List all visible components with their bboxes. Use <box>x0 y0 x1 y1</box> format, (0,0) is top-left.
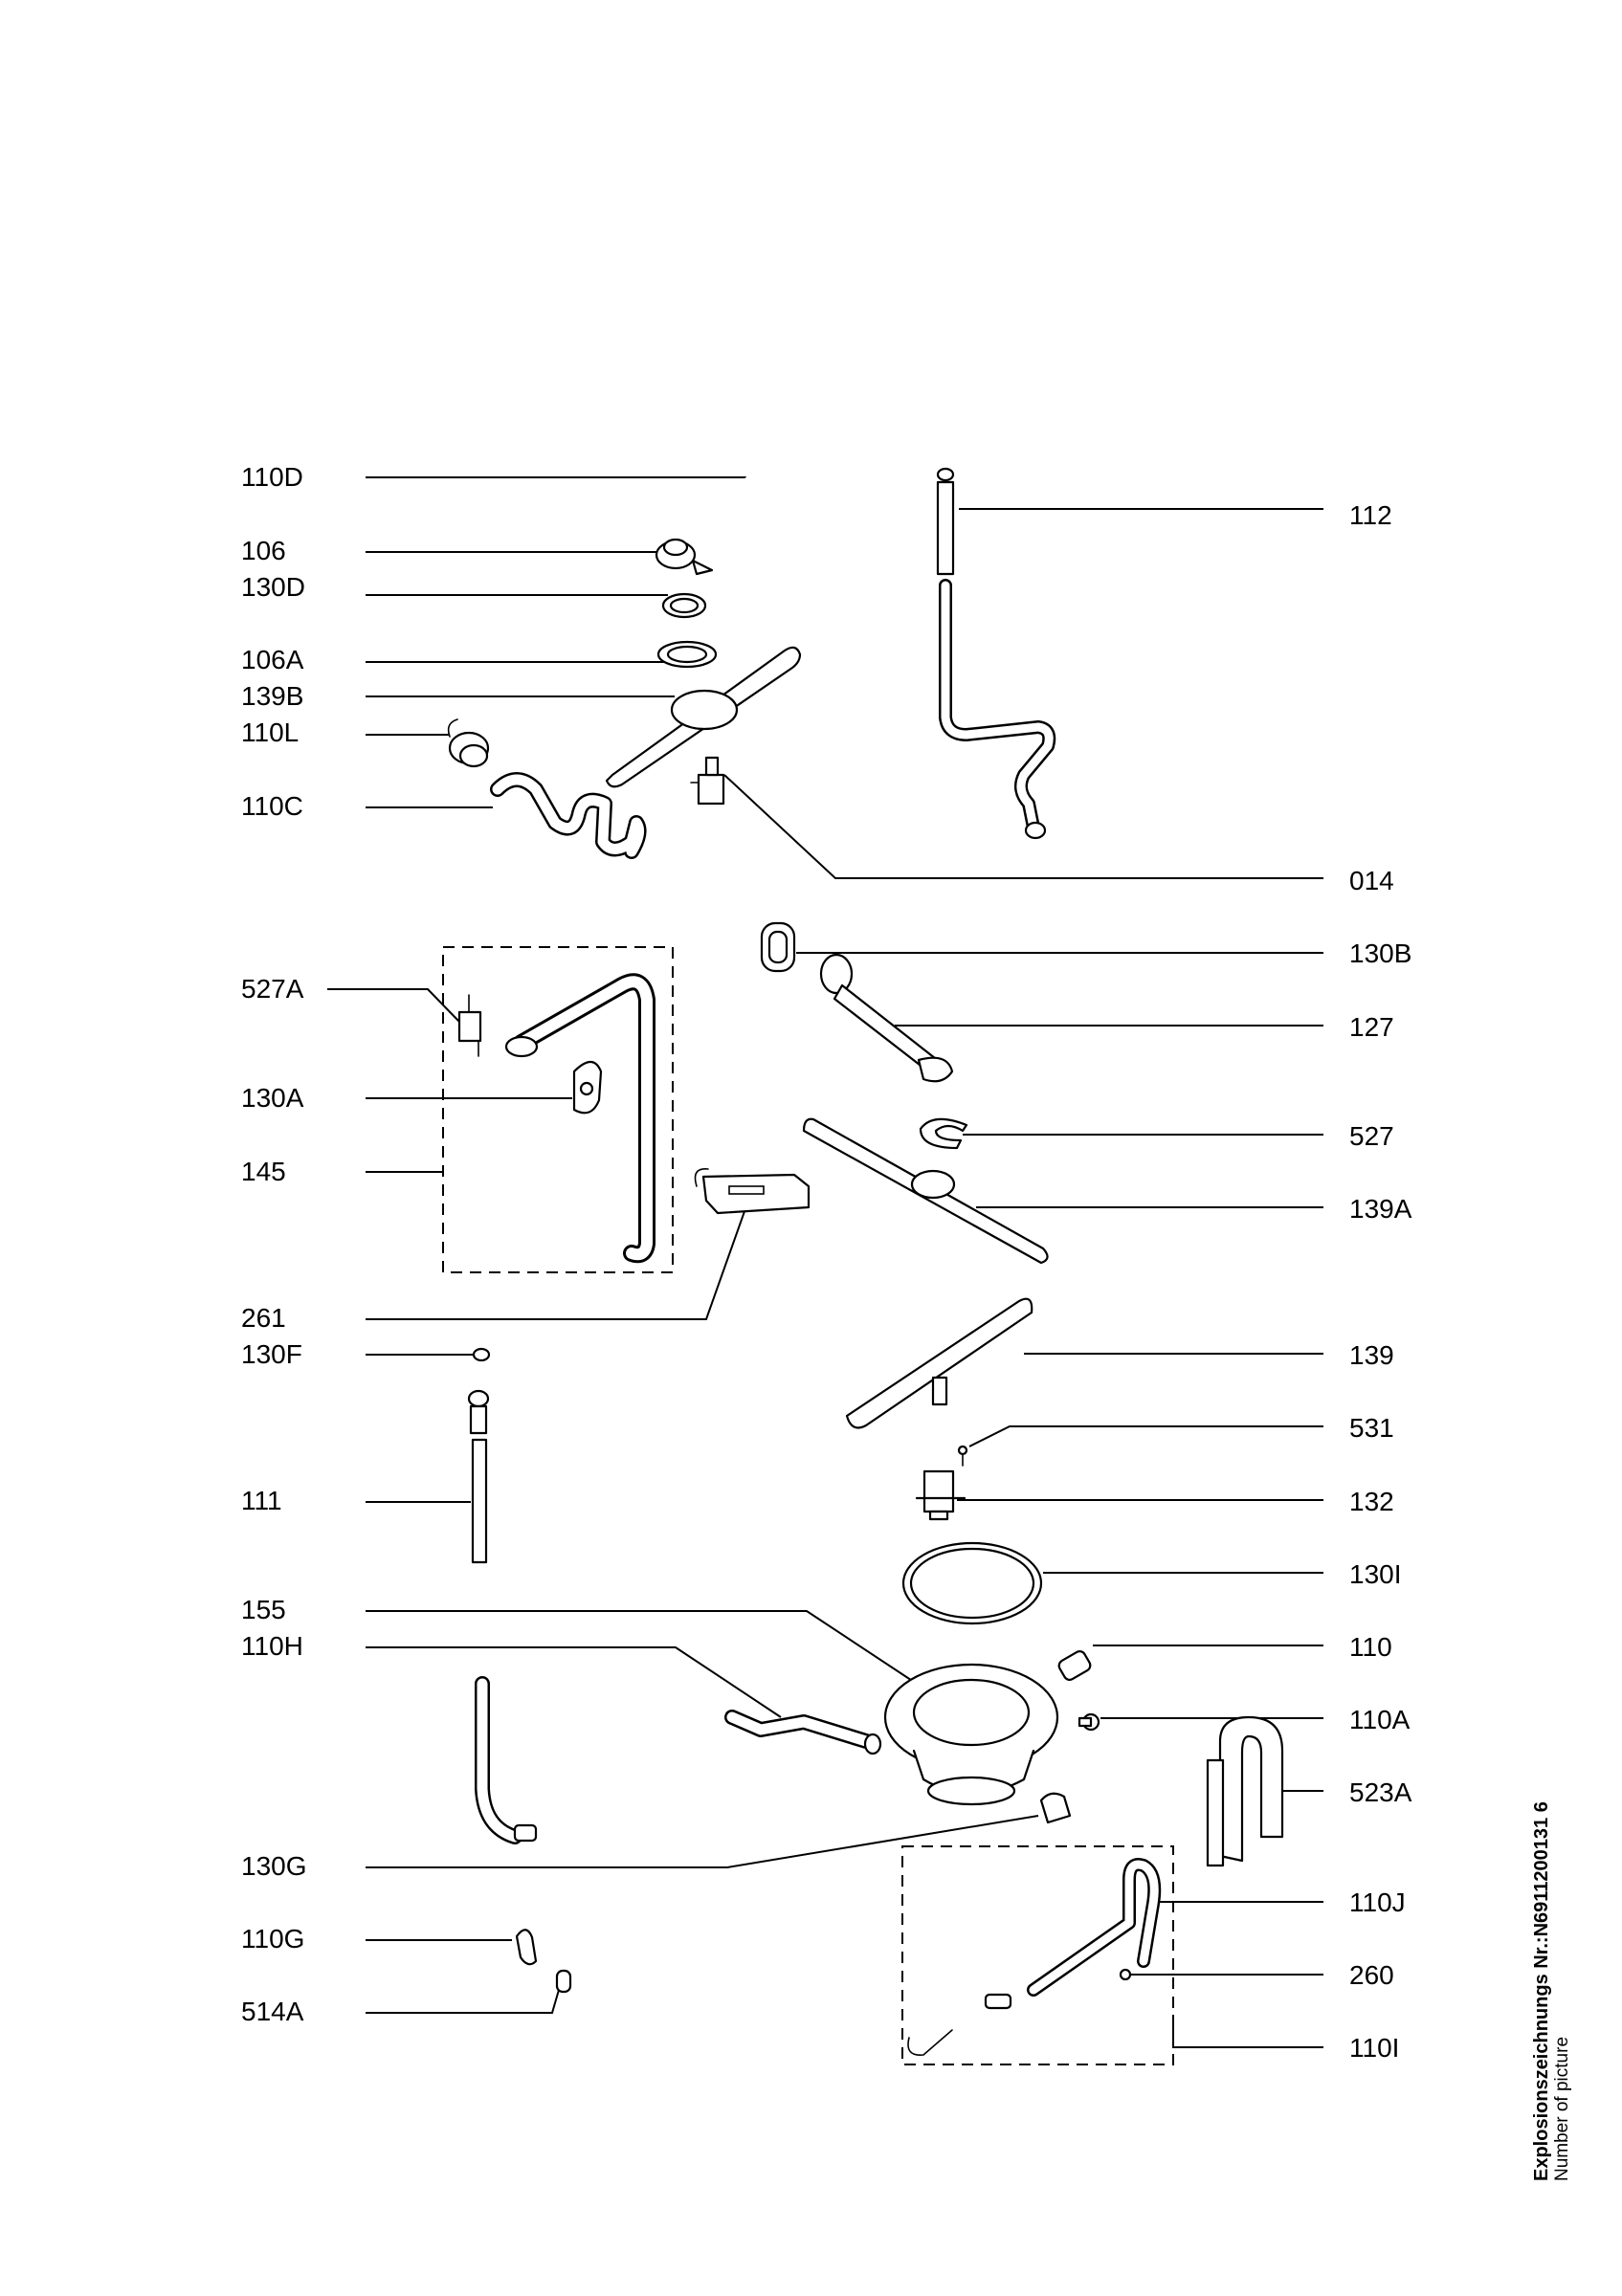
part-139B-spray-arm <box>605 646 802 788</box>
part-106A-clip <box>656 640 718 669</box>
part-523A-clamp <box>1206 1715 1284 1867</box>
label-130I: 130I <box>1349 1559 1402 1589</box>
part-130B-seal <box>760 921 796 973</box>
part-261-bracket <box>694 1168 811 1215</box>
leader-lines-right <box>723 508 1323 2048</box>
label-110C: 110C <box>241 791 303 821</box>
part-139A-spray-arm <box>802 1117 1049 1265</box>
label-110G: 110G <box>241 1924 304 1954</box>
part-110-connector <box>1057 1650 1092 1681</box>
part-110G-clip <box>515 1929 538 1966</box>
right-labels: 112 014 130B 127 527 139A 139 531 132 13… <box>1349 500 1412 2063</box>
label-110L: 110L <box>241 718 299 747</box>
part-132-valve <box>915 1469 967 1521</box>
part-111-tube <box>467 1389 490 1564</box>
label-110I: 110I <box>1349 2033 1399 2063</box>
leader-130G <box>366 1815 1039 1868</box>
label-110H: 110H <box>241 1631 303 1661</box>
label-260: 260 <box>1349 1960 1394 1990</box>
part-110H-tube <box>724 1710 882 1755</box>
label-139B: 139B <box>241 681 303 711</box>
part-014-valve <box>690 756 725 806</box>
label-110: 110 <box>1349 1632 1392 1662</box>
label-139A: 139A <box>1349 1194 1412 1224</box>
part-130D-ring <box>661 592 707 619</box>
part-130G-seal <box>1039 1792 1072 1824</box>
label-130F: 130F <box>241 1339 302 1369</box>
part-106-hub <box>655 538 714 576</box>
part-155-sump <box>883 1663 1059 1806</box>
label-014: 014 <box>1349 866 1394 895</box>
label-110J: 110J <box>1349 1888 1406 1917</box>
label-514A: 514A <box>241 1997 304 2026</box>
label-110A: 110A <box>1349 1705 1411 1734</box>
label-527: 527 <box>1349 1121 1394 1151</box>
label-145: 145 <box>241 1157 286 1186</box>
label-130B: 130B <box>1349 938 1411 968</box>
part-514A-pin <box>555 1969 572 1994</box>
part-130I-oring <box>901 1541 1043 1625</box>
leader-110I <box>1172 2015 1323 2048</box>
label-523A: 523A <box>1349 1777 1412 1807</box>
label-106: 106 <box>241 536 286 565</box>
label-127: 127 <box>1349 1012 1394 1042</box>
part-531-screw <box>957 1445 968 1467</box>
part-145-pipe <box>504 973 655 1264</box>
leader-014 <box>723 774 1323 879</box>
label-106A: 106A <box>241 645 304 674</box>
part-110I-connector <box>907 1993 1012 2056</box>
part-110A-screw <box>1078 1712 1100 1732</box>
part-110L-connector <box>447 718 490 768</box>
label-527A: 527A <box>241 974 304 1004</box>
label-132: 132 <box>1349 1487 1394 1516</box>
part-127-support <box>819 953 954 1083</box>
part-527-clip <box>919 1117 968 1150</box>
label-261: 261 <box>241 1303 286 1333</box>
group-box-145 <box>442 946 674 1273</box>
side-caption-title: Explosionszeichnungs Nr.:N6911200131 6 <box>1531 1801 1552 2181</box>
leader-261 <box>366 1200 749 1320</box>
part-110J-pipe <box>1027 1858 1162 1997</box>
side-caption-subtitle: Number of picture <box>1552 2036 1572 2181</box>
part-260-clip <box>1119 1968 1132 1981</box>
label-130D: 130D <box>241 572 305 602</box>
part-112-tube <box>936 467 1056 840</box>
label-130G: 130G <box>241 1851 307 1881</box>
part-527A-bracket <box>457 994 482 1057</box>
label-531: 531 <box>1349 1413 1394 1443</box>
leader-lines-left <box>327 476 1039 2014</box>
part-130F-washer <box>472 1347 491 1362</box>
leader-110H <box>366 1646 782 1718</box>
left-labels: 110D 106 130D 106A 139B 110L 110C 527A 1… <box>241 462 307 2026</box>
label-130A: 130A <box>241 1083 304 1113</box>
leader-155 <box>366 1610 929 1692</box>
label-139: 139 <box>1349 1340 1394 1370</box>
leader-531 <box>968 1425 1323 1447</box>
group-box-110I <box>901 1845 1174 2065</box>
part-110G-tube <box>475 1676 538 1844</box>
part-130A-gasket <box>572 1060 603 1115</box>
label-110D: 110D <box>241 462 303 492</box>
label-112: 112 <box>1349 500 1392 530</box>
label-111: 111 <box>241 1486 282 1515</box>
leader-514A <box>366 1989 560 2014</box>
label-155: 155 <box>241 1595 286 1624</box>
leader-527A <box>327 988 460 1023</box>
part-139-arm <box>845 1297 1033 1429</box>
part-110D-tube <box>721 451 826 732</box>
part-110C-hose <box>490 772 647 859</box>
